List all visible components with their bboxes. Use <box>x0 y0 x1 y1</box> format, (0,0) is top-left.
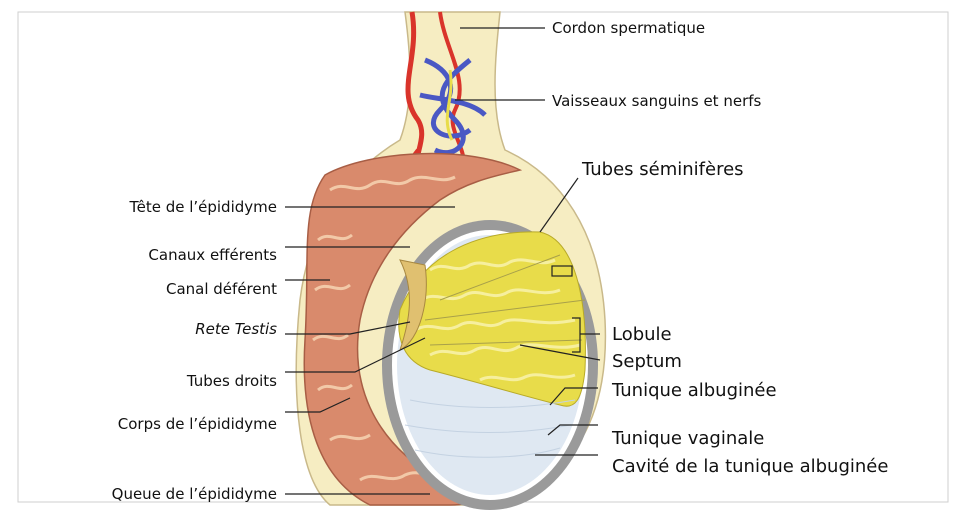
label-queue-epididyme: Queue de l’épididyme <box>112 485 277 503</box>
label-tubes-droits: Tubes droits <box>186 372 277 390</box>
label-cordon-spermatique: Cordon spermatique <box>552 19 705 37</box>
label-lobule: Lobule <box>612 324 672 345</box>
label-cavite: Cavité de la tunique albuginée <box>612 456 888 477</box>
label-vaisseaux: Vaisseaux sanguins et nerfs <box>552 92 762 110</box>
label-tunique-vaginale: Tunique vaginale <box>611 428 764 449</box>
label-rete-testis: Rete Testis <box>195 320 277 338</box>
label-tunique-albuginee: Tunique albuginée <box>611 380 777 401</box>
label-tubes-seminiferes: Tubes séminifères <box>581 159 744 180</box>
label-tete-epididyme: Tête de l’épididyme <box>129 198 277 216</box>
label-canal-deferent: Canal déférent <box>166 280 277 298</box>
label-septum: Septum <box>612 351 682 372</box>
label-corps-epididyme: Corps de l’épididyme <box>118 415 277 433</box>
label-canaux-efferents: Canaux efférents <box>148 246 277 264</box>
